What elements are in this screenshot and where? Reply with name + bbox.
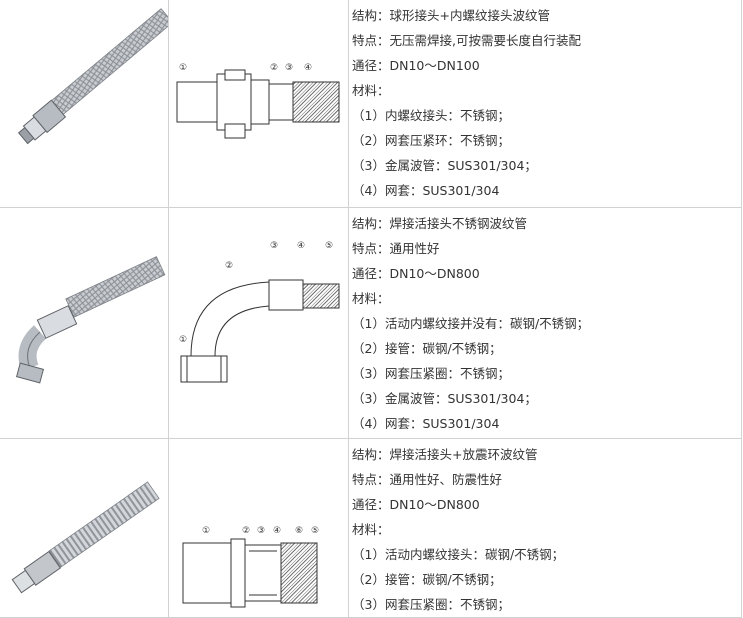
callout-2: ②	[242, 526, 250, 536]
callout-6: ⑥	[295, 526, 303, 536]
braided-hose-photo-elbow	[15, 256, 166, 384]
structure-diagram-2: ① ② ③ ④ ⑤	[168, 207, 349, 439]
product-row-1: ① ② ③ ④ 结构：球形接头+内螺纹接头波纹管 特点：无压需焊接,可按需要长度…	[0, 0, 742, 208]
structure-diagram-3: ① ② ③ ④ ⑥ ⑤	[168, 438, 349, 618]
material-item: （1）活动内螺纹接并没有：碳钢/不锈钢；	[352, 316, 590, 331]
fitting-diagram-straight: ① ② ③ ④	[176, 63, 340, 139]
callout-4: ④	[304, 63, 312, 73]
callout-3: ③	[285, 63, 293, 73]
callout-2: ②	[270, 63, 278, 73]
feature-text: 特点：无压需焊接,可按需要长度自行装配	[352, 33, 581, 48]
fitting-diagram-elbow: ① ② ③ ④ ⑤	[179, 241, 340, 383]
structure-text: 结构：焊接活接头不锈钢波纹管	[352, 216, 528, 231]
material-item: （3）网套压紧圈：不锈钢；	[352, 366, 510, 381]
spec-text-1: 结构：球形接头+内螺纹接头波纹管 特点：无压需焊接,可按需要长度自行装配 通径：…	[348, 0, 742, 208]
structure-text: 结构：焊接活接头+放震环波纹管	[352, 447, 538, 462]
callout-4: ④	[273, 526, 281, 536]
structure-text: 结构：球形接头+内螺纹接头波纹管	[352, 8, 550, 23]
callout-1: ①	[179, 335, 187, 345]
product-photo-2	[0, 207, 169, 439]
material-item: （2）接管：碳钢/不锈钢；	[352, 572, 502, 587]
callout-5: ⑤	[311, 526, 319, 536]
material-item: （1）活动内螺纹接头：碳钢/不锈钢；	[352, 547, 565, 562]
material-item: （1）内螺纹接头：不锈钢；	[352, 108, 510, 123]
structure-diagram-1: ① ② ③ ④	[168, 0, 349, 208]
material-item: （4）网套：SUS301/304	[352, 416, 500, 431]
feature-text: 特点：通用性好、防震性好	[352, 472, 503, 487]
callout-4: ④	[297, 241, 305, 251]
diameter-text: 通径：DN10～DN800	[352, 497, 480, 512]
product-photo-1	[0, 0, 169, 208]
callout-1: ①	[202, 526, 210, 536]
diameter-text: 通径：DN10～DN800	[352, 266, 480, 281]
feature-text: 特点：通用性好	[352, 241, 440, 256]
callout-5: ⑤	[325, 241, 333, 251]
fitting-diagram-damping: ① ② ③ ④ ⑥ ⑤	[182, 526, 319, 608]
diameter-text: 通径：DN10～DN100	[352, 58, 480, 73]
material-item: （2）网套压紧环：不锈钢；	[352, 133, 510, 148]
material-title: 材料：	[352, 83, 390, 98]
callout-2: ②	[225, 261, 233, 271]
product-row-2: ① ② ③ ④ ⑤ 结构：焊接活接头不锈钢波纹管 特点：通用性好 通径：DN10…	[0, 207, 742, 439]
braided-hose-photo-straight	[17, 8, 168, 145]
spec-text-3: 结构：焊接活接头+放震环波纹管 特点：通用性好、防震性好 通径：DN10～DN8…	[348, 438, 742, 618]
product-photo-3	[0, 438, 169, 618]
material-item: （3）金属波管：SUS301/304；	[352, 391, 537, 406]
spec-text-2: 结构：焊接活接头不锈钢波纹管 特点：通用性好 通径：DN10～DN800 材料：…	[348, 207, 742, 439]
callout-3: ③	[257, 526, 265, 536]
material-item: （4）网套：SUS301/304	[352, 183, 500, 198]
material-item: （3）金属波管：SUS301/304；	[352, 158, 537, 173]
material-title: 材料：	[352, 291, 390, 306]
product-row-3: ① ② ③ ④ ⑥ ⑤ 结构：焊接活接头+放震环波纹管 特点：通用性好、防震性好…	[0, 438, 742, 618]
callout-1: ①	[179, 63, 187, 73]
callout-3: ③	[270, 241, 278, 251]
material-item: （2）接管：碳钢/不锈钢；	[352, 341, 502, 356]
corrugated-hose-photo	[11, 481, 160, 594]
material-title: 材料：	[352, 522, 390, 537]
material-item: （3）网套压紧圈：不锈钢；	[352, 597, 510, 612]
